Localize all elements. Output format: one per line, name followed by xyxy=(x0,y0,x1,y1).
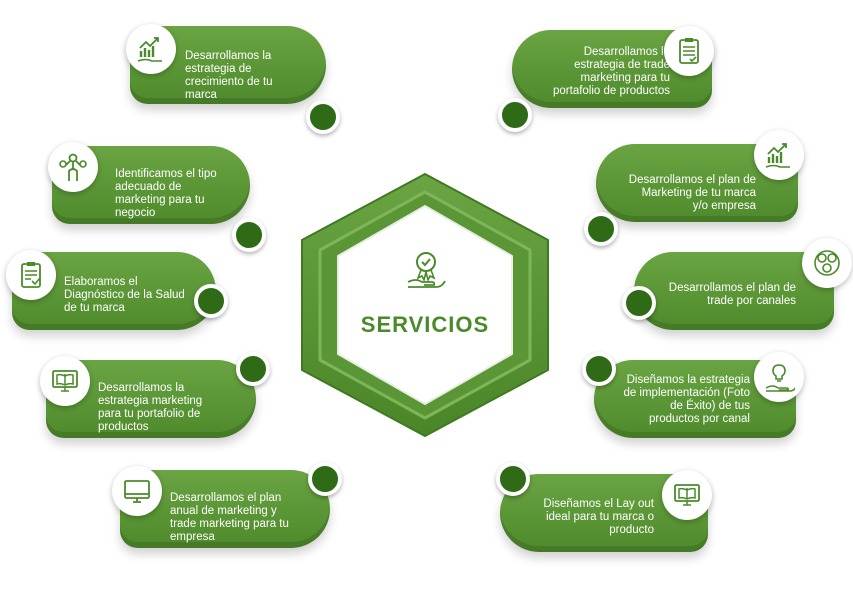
connector-dot xyxy=(306,100,340,134)
monitor-book-icon xyxy=(662,470,712,520)
service-card-right-2: Desarrollamos el plan de Marketing de tu… xyxy=(596,144,798,222)
connector-dot xyxy=(236,352,270,386)
hexagon-shape xyxy=(301,173,549,437)
connector-dot xyxy=(232,218,266,252)
connector-dot xyxy=(194,284,228,318)
clipboard-check-icon xyxy=(6,250,56,300)
people-network-icon xyxy=(48,142,98,192)
growth-chart-icon xyxy=(754,130,804,180)
service-text: Desarrollamos el plan de Marketing de tu… xyxy=(628,174,756,212)
service-text: Desarrollamos la estrategia de crecimien… xyxy=(185,50,273,101)
connector-dot xyxy=(496,462,530,496)
service-text: Identificamos el tipo adecuado de market… xyxy=(115,168,217,219)
service-text: Desarrollamos la estrategia de trade mar… xyxy=(553,46,670,97)
center-title: SERVICIOS xyxy=(360,312,490,337)
service-text: Desarrollamos la estrategia marketing pa… xyxy=(98,382,203,433)
connector-dot xyxy=(308,462,342,496)
monitor-icon xyxy=(112,466,162,516)
growth-chart-icon xyxy=(126,24,176,74)
center-hexagon: SERVICIOS xyxy=(298,170,552,440)
connector-dot xyxy=(622,286,656,320)
service-text: Diseñamos la estrategia de implementació… xyxy=(623,374,750,425)
connector-dot xyxy=(498,98,532,132)
service-card-right-3: Desarrollamos el plan de trade por canal… xyxy=(634,252,834,330)
service-text: Desarrollamos el plan anual de marketing… xyxy=(170,492,289,543)
service-text: Diseñamos el Lay out ideal para tu marca… xyxy=(543,498,654,536)
channels-icon xyxy=(802,238,852,288)
connector-dot xyxy=(582,352,616,386)
service-text: Desarrollamos el plan de trade por canal… xyxy=(668,282,796,307)
service-text: Elaboramos el Diagnóstico de la Salud de… xyxy=(64,276,185,314)
connector-dot xyxy=(584,212,618,246)
award-hand-icon xyxy=(407,252,446,288)
monitor-book-icon xyxy=(40,356,90,406)
clipboard-list-icon xyxy=(664,26,714,76)
idea-hand-icon xyxy=(754,352,804,402)
